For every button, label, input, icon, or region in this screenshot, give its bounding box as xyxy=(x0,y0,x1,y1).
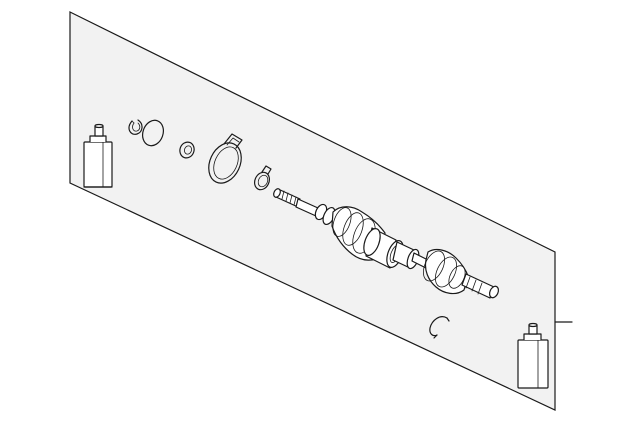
washer-icon xyxy=(179,141,195,159)
clamp-band-icon xyxy=(208,133,243,184)
washer[interactable] xyxy=(178,140,197,160)
cv-axle-icon xyxy=(273,188,500,299)
clamp-band-icon xyxy=(254,165,272,191)
snap-ring[interactable] xyxy=(128,119,143,135)
grease-bottle-left[interactable] xyxy=(83,123,113,188)
grease-bottle-right[interactable] xyxy=(517,322,549,389)
bottle-icon xyxy=(517,322,549,389)
o-ring[interactable] xyxy=(139,117,167,148)
bottle-icon xyxy=(83,123,113,188)
retaining-clip[interactable] xyxy=(429,316,450,339)
clip-icon xyxy=(429,316,450,339)
axle-shaft-assembly[interactable] xyxy=(272,188,500,299)
small-boot-clamp[interactable] xyxy=(252,165,272,192)
large-boot-clamp[interactable] xyxy=(203,133,248,188)
o-ring-icon xyxy=(142,119,164,147)
snap-ring-icon xyxy=(128,119,143,135)
